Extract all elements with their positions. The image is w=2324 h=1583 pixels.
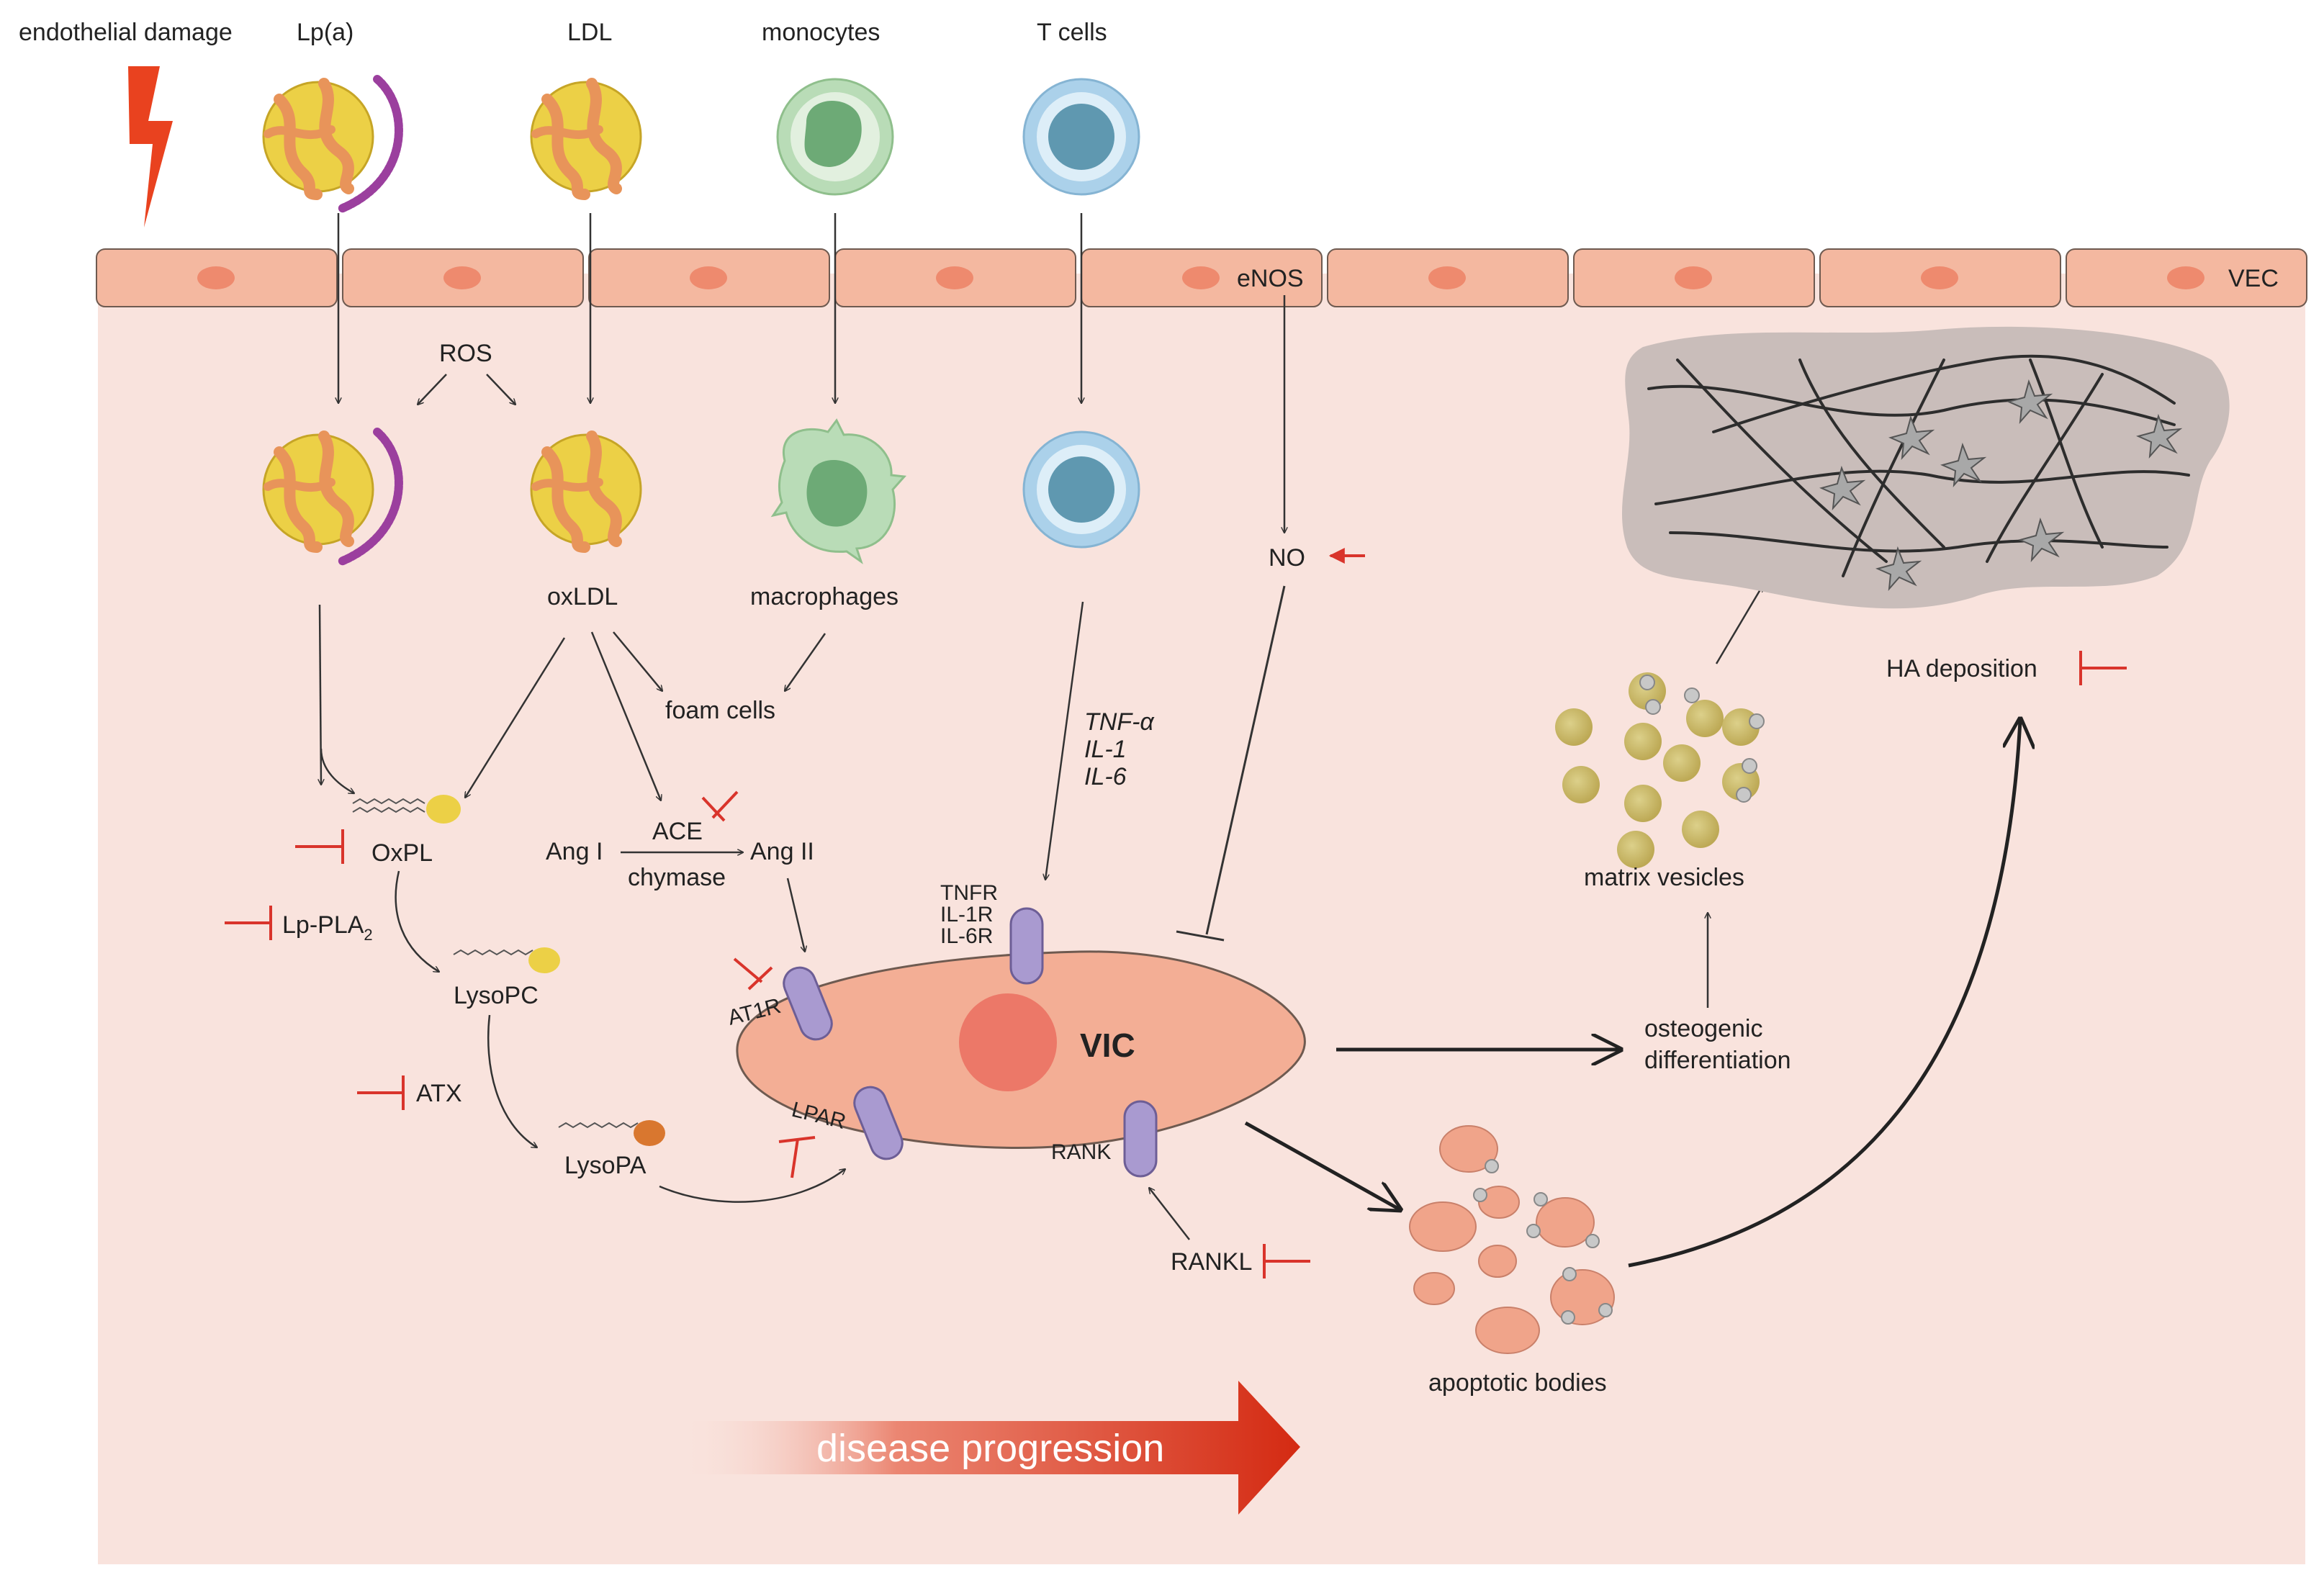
oxidized-lpa-particle — [262, 428, 403, 566]
matrix-vesicle — [1686, 700, 1724, 737]
oxpl-molecule — [352, 798, 425, 813]
matrix-vesicles-cluster — [1555, 672, 1765, 868]
rank-receptor — [1123, 1100, 1158, 1178]
lp-pla2-inhibitor — [225, 906, 272, 940]
monocyte-cell — [776, 78, 894, 196]
disease-progression-label: disease progression — [816, 1427, 1164, 1470]
apoptotic-body — [1409, 1201, 1477, 1252]
apoptotic-bodies-label: apoptotic bodies — [1428, 1369, 1607, 1397]
apoptotic-body — [1478, 1245, 1517, 1278]
lpar-receptor — [853, 1086, 904, 1160]
apoptotic-bodies-cluster — [1409, 1125, 1615, 1354]
apoptotic-body — [1478, 1186, 1520, 1219]
matrix-vesicles-label: matrix vesicles — [1584, 864, 1744, 891]
osteogenic-label: osteogenic — [1644, 1015, 1762, 1042]
foam-cells-label: foam cells — [665, 697, 775, 724]
lp-pla2-subscript: 2 — [364, 926, 372, 944]
macrophages-label: macrophages — [750, 583, 898, 610]
endothelial-cell — [1819, 248, 2061, 307]
apoptotic-body — [1536, 1197, 1595, 1248]
ldl-label: LDL — [567, 19, 612, 46]
rankl-label: RANKL — [1171, 1248, 1252, 1276]
endothelial-cell — [96, 248, 338, 307]
oxldl-label: oxLDL — [547, 583, 618, 610]
chymase-label: chymase — [628, 864, 726, 891]
il1r-label: IL-1R — [940, 903, 993, 926]
atx-inhibitor — [357, 1075, 405, 1110]
endothelial-damage-label: endothelial damage — [19, 19, 233, 46]
endothelial-cell — [2066, 248, 2307, 307]
lysopc-molecule — [453, 949, 533, 956]
at1r-receptor — [783, 966, 833, 1041]
matrix-vesicle — [1624, 723, 1662, 760]
macrophage-cell — [770, 418, 907, 564]
lpa-particle — [262, 75, 403, 213]
t-cell — [1022, 78, 1140, 196]
disease-progression-arrow — [680, 1381, 1300, 1515]
t-cells-label: T cells — [1037, 19, 1107, 46]
no-label: NO — [1269, 544, 1305, 572]
apoptotic-body — [1413, 1272, 1455, 1305]
matrix-vesicle — [1663, 744, 1701, 782]
cytokine-il1-label: IL-1 — [1084, 736, 1127, 763]
collagen-fibers — [1647, 354, 2190, 577]
enos-label: eNOS — [1237, 265, 1304, 292]
activated-t-cell — [1022, 430, 1140, 549]
vec-label: VEC — [2228, 265, 2279, 292]
matrix-vesicle — [1555, 708, 1593, 746]
apoptotic-crystals — [1473, 1159, 1613, 1325]
matrix-vesicle — [1562, 766, 1600, 803]
ros-label: ROS — [439, 340, 492, 367]
ha-deposition-cloud — [1621, 326, 2230, 609]
lysopa-label: LysoPA — [564, 1152, 647, 1179]
lpa-label: Lp(a) — [297, 19, 353, 46]
cytokine-tnf-label: TNF-α — [1084, 708, 1155, 736]
ang2-label: Ang II — [750, 838, 814, 865]
apoptotic-body — [1439, 1125, 1498, 1173]
ha-deposition-inhibitor — [2079, 651, 2127, 685]
ang1-label: Ang I — [546, 838, 603, 865]
lp-pla2-label: Lp-PLA2 — [282, 911, 373, 944]
apoptotic-body — [1475, 1307, 1540, 1354]
ace-label: ACE — [652, 818, 703, 845]
endothelial-layer — [96, 248, 2307, 307]
cytokine-il6-label: IL-6 — [1084, 763, 1127, 790]
oxpl-inhibitor — [295, 829, 344, 864]
atx-label: ATX — [416, 1080, 462, 1107]
endothelial-cell — [1573, 248, 1815, 307]
ha-deposition-label: HA deposition — [1886, 655, 2037, 682]
endothelial-cell — [588, 248, 830, 307]
lysopc-label: LysoPC — [454, 982, 539, 1009]
at1r-inhibitor — [733, 957, 773, 991]
rankl-inhibitor — [1263, 1244, 1310, 1278]
oxpl-label: OxPL — [371, 839, 433, 867]
ldl-particle — [530, 78, 642, 200]
vic-label: VIC — [1080, 1027, 1135, 1064]
lysopa-molecule — [558, 1122, 639, 1129]
tnfr-label: TNFR — [940, 881, 998, 905]
matrix-vesicle — [1682, 811, 1719, 848]
matrix-vesicle — [1624, 785, 1662, 822]
tnfr-receptor — [1009, 907, 1044, 985]
differentiation-label-text: differentiation — [1644, 1047, 1791, 1074]
lpar-inhibitor — [778, 1136, 816, 1178]
endothelial-cell — [342, 248, 584, 307]
ace-inhibitor — [701, 790, 739, 822]
rank-label: RANK — [1051, 1140, 1111, 1164]
endothelial-cell — [1327, 248, 1569, 307]
monocytes-label: monocytes — [762, 19, 880, 46]
il6r-label: IL-6R — [940, 924, 993, 948]
lightning-bolt-icon — [128, 66, 173, 227]
matrix-vesicle — [1617, 831, 1654, 868]
endothelial-cell — [834, 248, 1076, 307]
oxldl-particle — [530, 430, 642, 553]
hydroxyapatite-crystals — [1819, 379, 2183, 592]
endothelial-cell — [1081, 248, 1323, 307]
